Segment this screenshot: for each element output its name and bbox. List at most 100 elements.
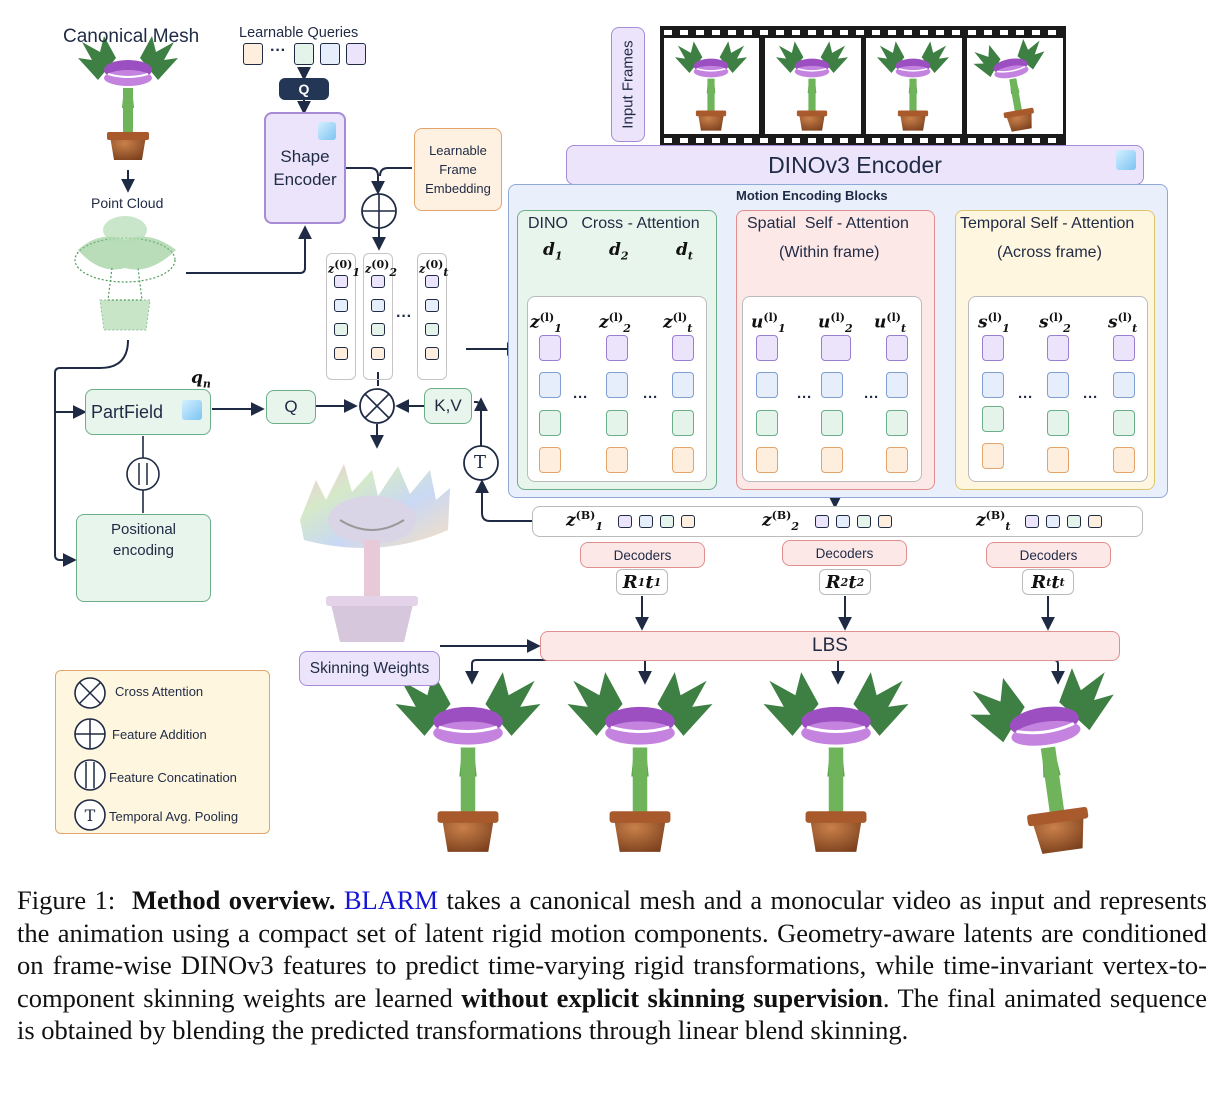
qn-label: qn [191,368,211,391]
latent-token [539,447,561,473]
z1-label: z(l)1 [530,311,562,336]
latent-token [756,372,778,398]
s1-label: s(l)1 [978,311,1010,336]
z0-token [425,323,439,336]
zb-token [1025,515,1039,528]
zb-token [878,515,892,528]
latent-token [672,447,694,473]
shape-encoder-line2: Encoder [273,170,337,189]
z0-token [334,323,348,336]
input-frames-box: Input Frames [611,27,645,142]
zb-token [639,515,653,528]
u1-label: u(l)1 [751,311,786,336]
latent-token [756,410,778,436]
input-frames-label: Input Frames [619,40,637,129]
z0-ellipsis: ··· [396,308,412,325]
query-ellipsis: ··· [270,42,286,59]
cross-attention-icon [74,677,106,709]
latent-token [1047,410,1069,436]
latent-token [606,335,628,361]
dinov3-encoder-box: DINOv3 Encoder [566,145,1144,185]
frozen-ice-icon [182,400,202,420]
q-token-box: Q [279,78,329,100]
latent-token [1113,447,1135,473]
positional-encoding-line2: encoding [113,542,174,559]
latent-token [1047,447,1069,473]
zb-token [618,515,632,528]
latent-token [886,447,908,473]
temporal-title: Temporal Self - Attention [960,215,1135,232]
dt-label: dt [676,240,693,263]
shape-encoder-line1: Shape [280,147,330,166]
temporal-pooling-op-icon [463,445,499,481]
z0-token [334,275,348,288]
latent-token [821,410,843,436]
latent-token [672,372,694,398]
zb-token [660,515,674,528]
latent-token [1113,335,1135,361]
legend-label: Feature Addition [112,727,207,742]
d1-label: d1 [543,240,563,263]
caption-text2: . The final animated sequence is obtaine… [17,982,1207,1046]
frame-embedding-box: Learnable Frame Embedding [414,128,502,211]
zb-token [1046,515,1060,528]
decoder-box-1: Decoders [580,542,705,568]
concat-op-icon [126,457,160,491]
latent-token [821,447,843,473]
cross-ellipsis: ··· [643,389,658,406]
z0-label-1: z(0)1 [328,258,360,279]
z0-token [334,347,348,360]
zb-label-1: z(B)1 [566,509,604,534]
temporal-subtitle: (Across frame) [997,244,1102,261]
z0-column-2 [363,253,393,380]
decoder-box-t: Decoders [986,542,1111,568]
zb-token [1088,515,1102,528]
latent-token [982,372,1004,398]
latent-token [982,406,1004,432]
positional-encoding-line1: Positional [110,521,177,538]
frame-embedding-line2: Frame [439,162,477,177]
temporal-pooling-icon: T [74,799,106,831]
s2-label: s(l)2 [1039,311,1071,336]
latent-token [756,335,778,361]
query-token [346,43,366,65]
input-frames-filmstrip [660,26,1066,146]
latent-token [1047,372,1069,398]
legend-label: Feature Concatination [109,770,237,785]
z0-label-t: z(0)t [419,258,449,279]
frame-embedding-line3: Embedding [425,181,491,196]
skinning-weights-box: Skinning Weights [299,651,440,686]
legend-label: Temporal Avg. Pooling [109,809,239,824]
latent-token [606,447,628,473]
latent-token [821,335,851,361]
latent-token [539,410,561,436]
caption-bold2: without explicit skinning supervision [461,982,883,1013]
u2-label: u(l)2 [818,311,853,336]
z0-column-t [417,253,447,380]
temporal-ellipsis: ··· [1018,389,1033,406]
skinning-weights-image [300,464,450,642]
frozen-ice-icon [318,122,336,140]
query-token [294,43,314,65]
zt-label: z(l)t [663,311,693,336]
query-token [320,43,340,65]
latent-token [886,410,908,436]
spatial-subtitle: (Within frame) [779,244,880,261]
z2-label: z(l)2 [599,311,631,336]
caption-method-name[interactable]: BLARM [343,885,439,915]
t-op-label: T [474,452,487,473]
positional-encoding-box: Positional encoding [76,514,211,602]
motion-encoding-title: Motion Encoding Blocks [736,188,888,203]
decoder-box-2: Decoders [782,540,907,566]
latent-token [982,443,1004,469]
kv-box: K,V [424,388,472,424]
latent-token [672,410,694,436]
latent-token [539,335,561,361]
zb-label-2: z(B)2 [762,509,800,534]
diagram-canvas [54,26,1136,863]
spatial-title: Spatial Self - Attention [747,215,909,232]
latent-token [606,410,628,436]
z0-token [371,275,385,288]
caption-text1: takes a canonical mesh and a monocular v… [17,885,1207,1013]
